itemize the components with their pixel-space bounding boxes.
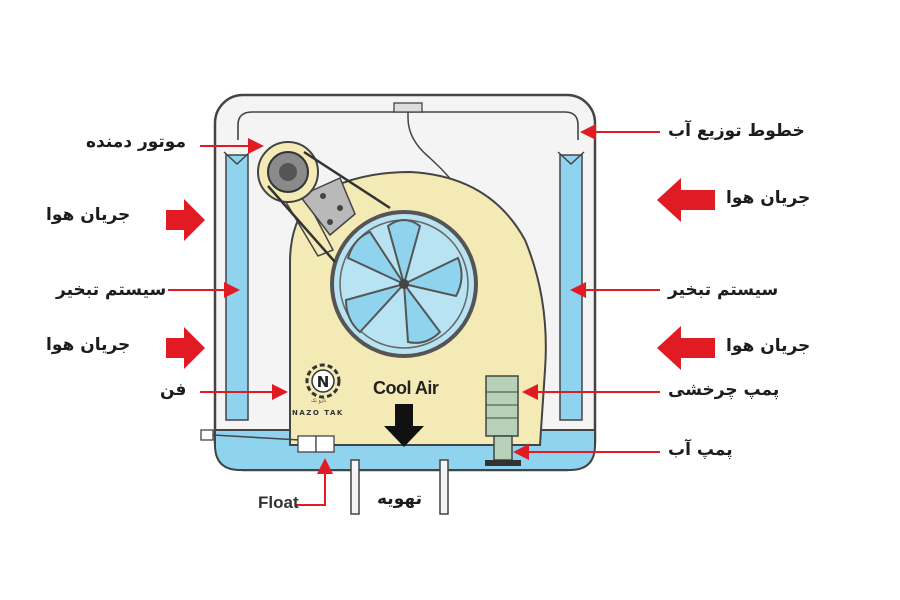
float-switch: [200, 429, 335, 453]
pointer-lines: [168, 124, 660, 506]
label-water-distribution: خطوط توزیع آب: [668, 121, 805, 141]
label-air-flow-left-top: جریان هوا: [46, 205, 131, 225]
brand-subtitle: نازو تک: [311, 398, 327, 404]
air-arrow-left-top: [166, 199, 205, 241]
drain-pipe-right: [439, 459, 449, 515]
brand-logo: N: [305, 363, 341, 399]
evaporative-pad-left: [225, 154, 249, 421]
label-air-flow-right-bottom: جریان هوا: [726, 336, 811, 356]
blower-motor: [257, 141, 391, 263]
label-air-flow-right-top: جریان هوا: [726, 188, 811, 208]
drain-pipe-left: [350, 459, 360, 515]
air-arrow-right-bottom: [657, 326, 715, 370]
pad-right-channel: [557, 151, 585, 166]
distributor-nozzle: [393, 102, 423, 113]
brand-name: NAZO TAK: [292, 409, 344, 417]
evaporative-pad-right: [559, 154, 583, 421]
label-recirculation-pump: پمپ چرخشی: [668, 380, 780, 400]
label-fan: فن: [160, 380, 187, 400]
svg-text:N: N: [317, 373, 330, 391]
label-evaporation-right: سیستم تبخیر: [668, 280, 779, 300]
fan-wheel: [330, 210, 478, 358]
pointer-float: [295, 458, 333, 506]
recirculation-pump: [485, 375, 521, 466]
air-arrow-left-bottom: [166, 327, 205, 369]
label-cool-air: Cool Air: [373, 378, 439, 398]
pad-left-channel: [223, 151, 251, 166]
label-float: Float: [258, 493, 299, 512]
air-flow-arrows: [166, 178, 715, 370]
label-water-pump: پمپ آب: [668, 440, 733, 460]
label-air-flow-left-bottom: جریان هوا: [46, 335, 131, 355]
label-drain: تهویه: [377, 489, 422, 509]
label-evaporation-left: سیستم تبخیر: [56, 280, 167, 300]
label-blower-motor: موتور دمنده: [86, 132, 186, 152]
air-arrow-right-top: [657, 178, 715, 222]
cool-air-arrow: [384, 404, 424, 447]
